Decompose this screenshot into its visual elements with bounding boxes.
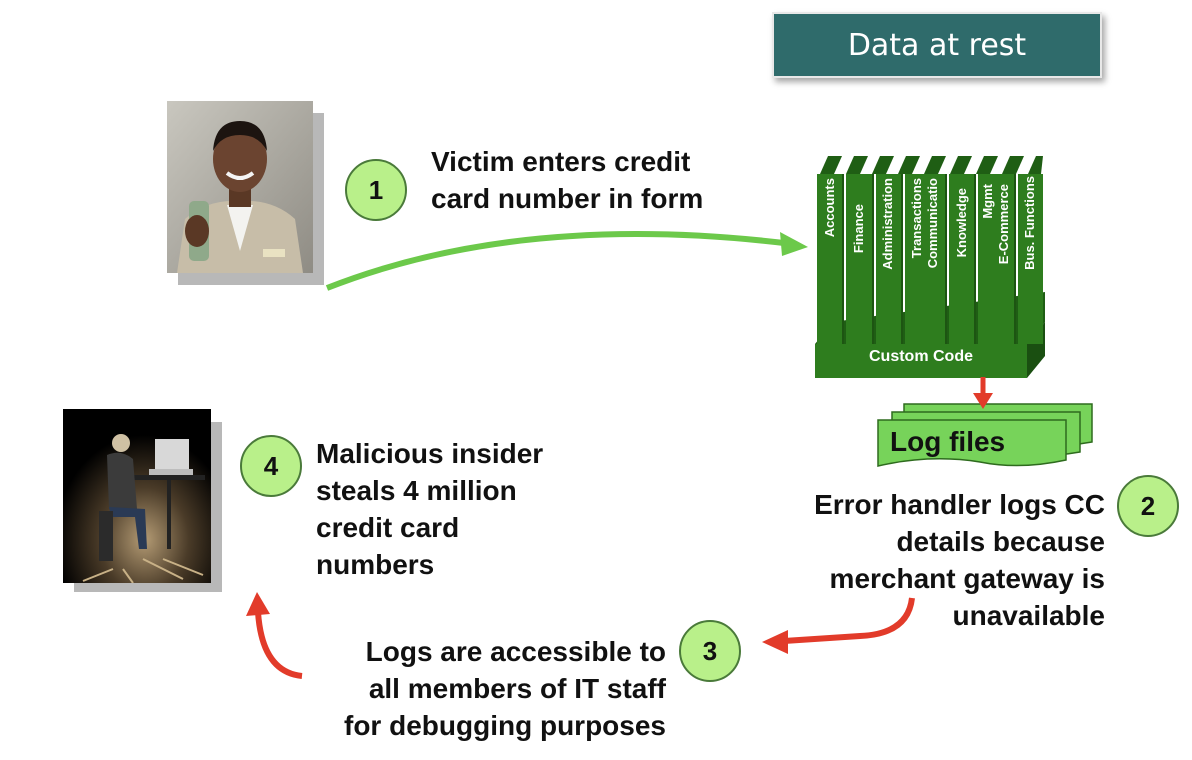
custom-code-label: Custom Code (869, 348, 973, 365)
module-slab: Finance (846, 174, 874, 344)
victim-photo (167, 101, 313, 273)
step-3-line: Logs are accessible to (365, 636, 666, 667)
victim-person-icon (167, 101, 313, 273)
module-slab: Knowledge (949, 174, 977, 344)
module-slab: Accounts (817, 174, 845, 344)
step-3-number: 3 (702, 635, 718, 666)
module-slab: Mgmt E-Commerce (978, 174, 1016, 344)
step-4-badge: 4 (240, 435, 302, 497)
step-4-line: credit card (316, 512, 460, 543)
step-2-number: 2 (1140, 490, 1156, 521)
module-slab: Bus. Functions (1017, 174, 1043, 344)
step-2-line: Error handler logs CC (814, 489, 1105, 520)
red-arrowhead (762, 630, 788, 654)
step-3-text: Logs are accessible to all members of IT… (344, 633, 666, 744)
hacker-at-computer-icon (63, 409, 211, 583)
step-4-line: Malicious insider (316, 438, 544, 469)
module-slabs: Accounts Finance Administration Transact… (817, 174, 1043, 344)
red-arrow-step-2-to-3 (783, 597, 915, 644)
green-arrowhead (780, 232, 808, 256)
step-1-text: Victim enters credit card number in form (431, 143, 703, 217)
green-arrow-step-1 (325, 231, 785, 291)
title-text: Data at rest (847, 27, 1027, 63)
step-2-line: details because (896, 526, 1105, 557)
step-2-line: unavailable (952, 600, 1105, 631)
module-slab: Transactions Communicatio (904, 174, 948, 344)
red-arrow-step-3-to-4 (255, 611, 303, 679)
step-2-badge: 2 (1117, 475, 1179, 537)
step-3-line: all members of IT staff (368, 673, 666, 704)
step-3-line: for debugging purposes (344, 710, 666, 741)
title-box: Data at rest (772, 12, 1102, 78)
insider-photo (63, 409, 211, 583)
step-1-number: 1 (368, 174, 384, 205)
step-4-line: numbers (316, 549, 435, 580)
log-files-label: Log files (890, 426, 1006, 457)
module-slab: Administration (875, 174, 903, 344)
application-server: Accounts Finance Administration Transact… (815, 152, 1047, 380)
log-files: Log files (876, 402, 1094, 472)
step-2-text: Error handler logs CC details because me… (814, 486, 1105, 634)
step-1-line: Victim enters credit (431, 146, 691, 177)
step-4-number: 4 (263, 450, 279, 481)
step-3-badge: 3 (679, 620, 741, 682)
step-4-text: Malicious insider steals 4 million credi… (316, 435, 543, 583)
step-1-badge: 1 (345, 159, 407, 221)
step-2-line: merchant gateway is (829, 563, 1105, 594)
red-arrowhead (973, 393, 993, 409)
red-arrowhead (246, 592, 270, 616)
step-1-line: card number in form (431, 183, 704, 214)
log-files-stack-icon (877, 403, 1093, 467)
step-4-line: steals 4 million (316, 475, 517, 506)
